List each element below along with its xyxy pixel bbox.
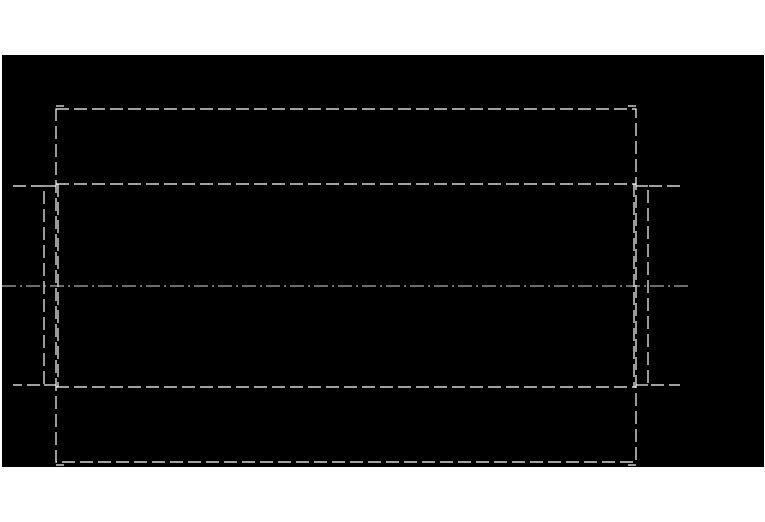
- right-shoulder-outline: [647, 185, 680, 386]
- drawing-viewport: [2, 55, 764, 467]
